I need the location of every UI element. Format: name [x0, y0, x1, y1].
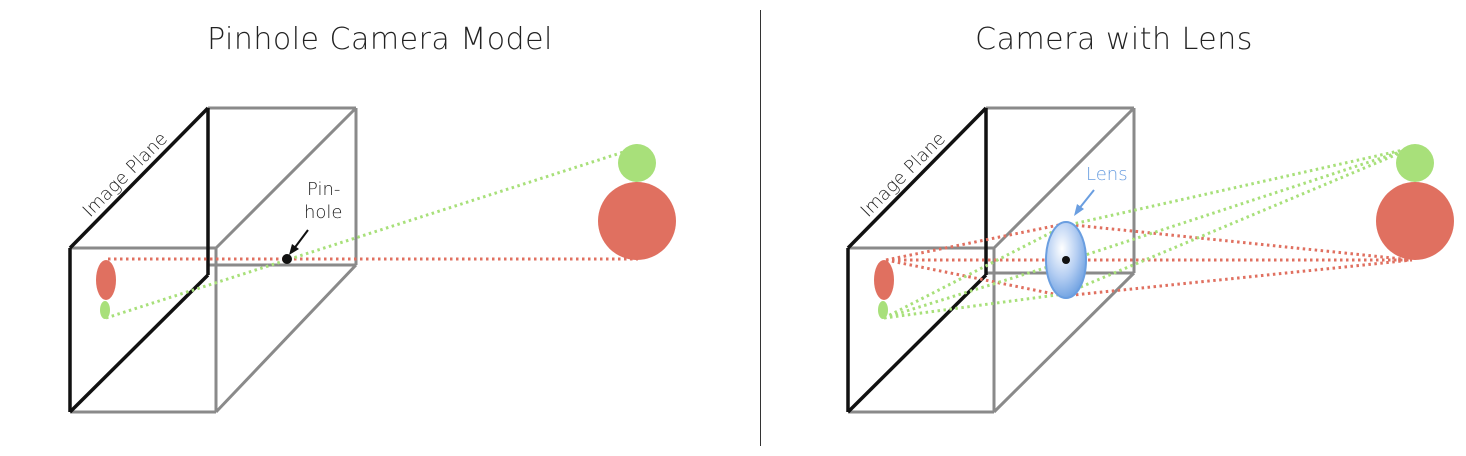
- pinhole-label-line1: Pin-: [307, 179, 340, 200]
- pinhole-label-line2: hole: [304, 202, 343, 223]
- image-red-ellipse: [874, 260, 894, 300]
- image-green-ellipse: [100, 301, 110, 319]
- lens-label: Lens: [1086, 164, 1128, 185]
- pinhole-panel-title: Pinhole Camera Model: [207, 22, 553, 57]
- object-red-circle: [598, 182, 676, 260]
- lens-center-dot: [1062, 256, 1070, 264]
- pinhole-dot: [282, 254, 292, 264]
- green-ray: [105, 146, 637, 320]
- green-rays: [883, 146, 1413, 320]
- pinhole-diagram: Pin- hole Image Plane: [68, 106, 676, 414]
- image-green-ellipse: [878, 301, 888, 319]
- camera-box: [70, 106, 358, 414]
- camera-box: [848, 106, 1136, 414]
- panel-divider: [760, 10, 761, 446]
- image-plane-label: Image Plane: [857, 128, 950, 221]
- image-plane: [68, 106, 210, 414]
- object-green-circle: [618, 144, 656, 182]
- lens-panel-title: Camera with Lens: [975, 22, 1253, 57]
- red-rays: [885, 222, 1413, 298]
- object-red-circle: [1376, 182, 1454, 260]
- image-red-ellipse: [96, 260, 116, 300]
- object-green-circle: [1396, 144, 1434, 182]
- pinhole-arrow: [289, 229, 309, 255]
- lens-arrow: [1074, 189, 1095, 216]
- image-plane: [846, 106, 988, 414]
